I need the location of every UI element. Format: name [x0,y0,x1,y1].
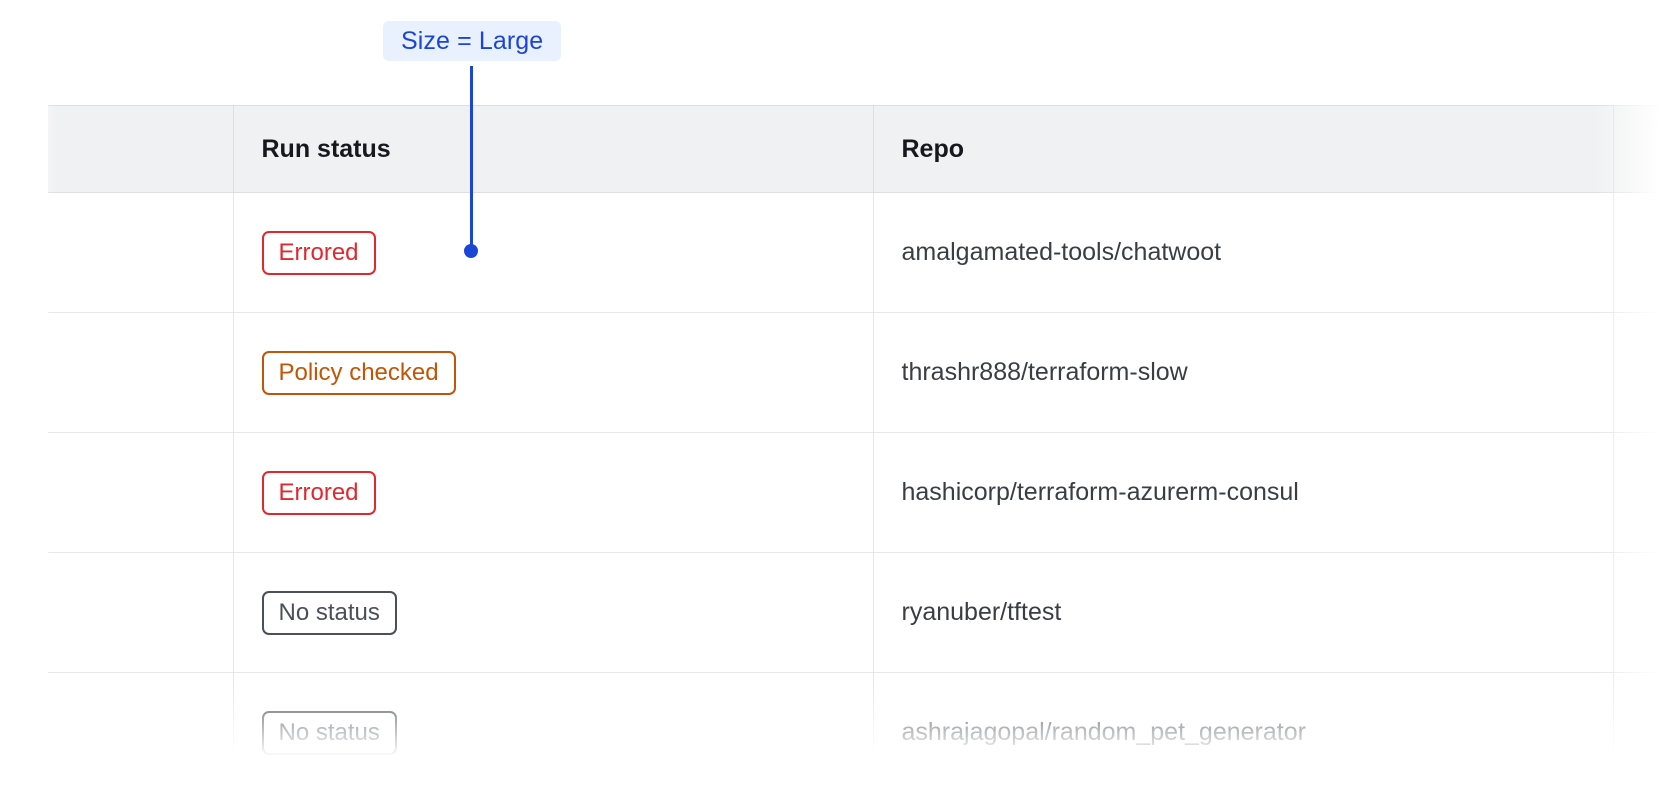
row-tail-cell [1613,432,1672,553]
repo-name[interactable]: ryanuber/tftest [901,598,1062,626]
repo-cell: ryanuber/tftest [873,552,1614,673]
status-badge[interactable]: Policy checked [261,350,456,395]
row-lead-cell [48,552,234,673]
repo-cell: thrashr888/terraform-slow [873,312,1614,433]
top-mask [0,0,1672,105]
repo-name[interactable]: amalgamated-tools/chatwoot [901,238,1222,266]
row-lead-cell [48,672,234,788]
table-row[interactable]: Errored hashicorp/terraform-azurerm-consu… [48,432,1672,553]
table-row[interactable]: No status ryanuber/tftest [48,552,1672,673]
column-header-tail [1613,105,1672,193]
annotation-chip-label[interactable]: Size = Large [383,21,562,61]
run-status-cell: Errored [233,192,874,313]
status-badge[interactable]: No status [261,710,397,755]
repo-cell: ashrajagopal/random_pet_generator [873,672,1614,788]
table-viewport: Run status Repo Errored amalgamated-tools… [0,105,1672,788]
repo-cell: hashicorp/terraform-azurerm-consul [873,432,1614,553]
table-row[interactable]: Policy checked thrashr888/terraform-slow [48,312,1672,433]
run-status-cell: Policy checked [233,312,874,433]
repo-name[interactable]: hashicorp/terraform-azurerm-consul [901,478,1299,506]
run-status-cell: No status [233,552,874,673]
table-header: Run status Repo [48,105,1672,193]
row-tail-cell [1613,672,1672,788]
column-header-run-status[interactable]: Run status [233,105,874,193]
table-row[interactable]: Errored amalgamated-tools/chatwoot [48,192,1672,313]
row-lead-cell [48,192,234,313]
repo-name[interactable]: ashrajagopal/random_pet_generator [901,718,1306,746]
row-tail-cell [1613,312,1672,433]
size-annotation: Size = Large [0,0,1672,300]
row-tail-cell [1613,552,1672,673]
status-badge[interactable]: No status [261,590,397,635]
repo-cell: amalgamated-tools/chatwoot [873,192,1614,313]
row-tail-cell [1613,192,1672,313]
run-status-cell: No status [233,672,874,788]
column-header-lead [48,105,234,193]
run-status-table: Run status Repo Errored amalgamated-tools… [48,105,1672,788]
table-row[interactable]: No status ashrajagopal/random_pet_generat… [48,672,1672,788]
row-lead-cell [48,432,234,553]
repo-name[interactable]: thrashr888/terraform-slow [901,358,1188,386]
status-badge[interactable]: Errored [261,470,376,515]
column-header-repo[interactable]: Repo [873,105,1614,193]
table-header-row: Run status Repo [48,105,1672,193]
status-badge[interactable]: Errored [261,230,376,275]
row-lead-cell [48,312,234,433]
run-status-cell: Errored [233,432,874,553]
